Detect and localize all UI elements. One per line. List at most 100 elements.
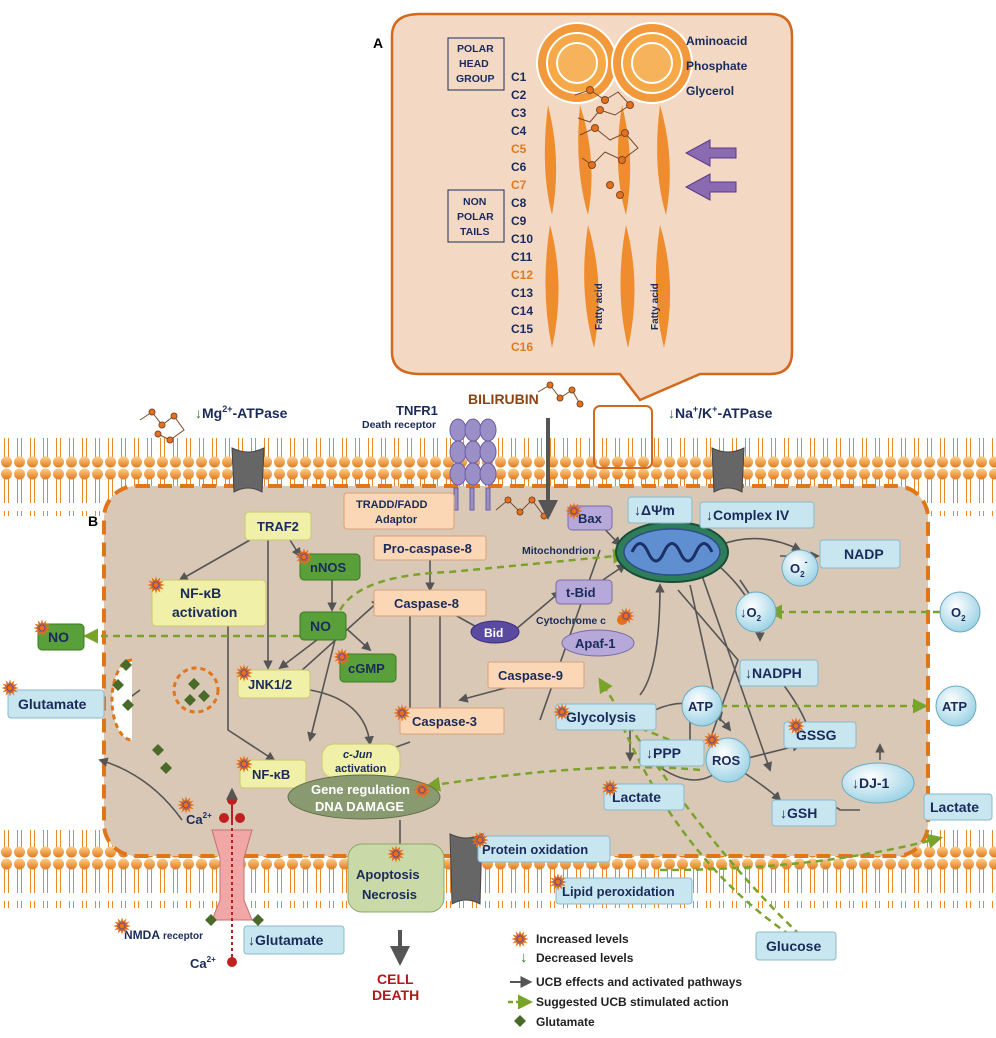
nfkb-label: NF-κB bbox=[252, 767, 290, 782]
necrosis-label: Necrosis bbox=[362, 887, 417, 902]
increased-level-icon bbox=[1, 679, 19, 697]
nadph-label: ↓NADPH bbox=[745, 665, 802, 681]
arrow-c7 bbox=[684, 173, 737, 201]
atp-outside-label: ATP bbox=[942, 699, 967, 714]
na-k-suffix: -ATPase bbox=[717, 405, 772, 421]
polar-label-1: POLAR bbox=[457, 43, 494, 55]
carbon-label-c5: C5 bbox=[511, 142, 527, 156]
nonpolar-label-3: TAILS bbox=[460, 226, 490, 238]
bilirubin-molecule-mg bbox=[139, 408, 185, 444]
dna-damage-label: DNA DAMAGE bbox=[315, 799, 404, 814]
node-boxes: TRADD/FADD Adaptor TRAF2 nNOS NF-κB acti… bbox=[7, 492, 993, 1003]
mitochondrion bbox=[615, 521, 729, 583]
bilirubin-molecule-top bbox=[537, 381, 584, 408]
carbon-label-c7: C7 bbox=[511, 178, 527, 192]
svg-text:Aminoacid Phosphate: Aminoacid Phosphate Glycerol bbox=[686, 34, 751, 98]
mg-atpase-sup: 2+ bbox=[222, 404, 232, 414]
caspase-3-label: Caspase-3 bbox=[412, 714, 477, 729]
legend-decreased: ↓ Decreased levels bbox=[520, 949, 634, 966]
protein-oxidation-label: Protein oxidation bbox=[482, 842, 588, 857]
ppp-label: ↓PPP bbox=[646, 745, 681, 761]
carbon-label-c4: C4 bbox=[511, 124, 527, 138]
svg-text:↓O2: ↓O2 bbox=[740, 605, 762, 623]
mg-atpase-label: Mg bbox=[202, 405, 222, 421]
nonpolar-label-2: POLAR bbox=[457, 211, 494, 223]
carbon-label-c2: C2 bbox=[511, 88, 527, 102]
fatty-acid-label-1: Fatty acid bbox=[594, 283, 605, 330]
svg-text:↓Mg2+-ATPase: ↓Mg2+-ATPase bbox=[195, 404, 288, 421]
increased-level-icon bbox=[553, 703, 571, 721]
increased-level-icon bbox=[113, 917, 131, 935]
head-label-glycerol: Glycerol bbox=[686, 84, 734, 98]
nfkb-activation-label-1: NF-κB bbox=[180, 585, 221, 601]
membrane-arrows bbox=[684, 139, 737, 201]
panel-b: B bbox=[0, 381, 996, 1003]
gene-regulation-label: Gene regulation bbox=[311, 782, 410, 797]
bottom-channel bbox=[449, 833, 483, 905]
cgmp-label: cGMP bbox=[348, 661, 385, 676]
legend-decreased-label: Decreased levels bbox=[536, 951, 634, 965]
lactate-in-label: Lactate bbox=[612, 789, 661, 805]
carbon-label-c10: C10 bbox=[511, 232, 533, 246]
glutamate-in-label: ↓Glutamate bbox=[248, 932, 324, 948]
k-label: /K bbox=[698, 405, 712, 421]
carbon-label-c15: C15 bbox=[511, 322, 533, 336]
tnfr1-receptor bbox=[449, 418, 497, 511]
svg-text:Ca2+: Ca2+ bbox=[186, 811, 212, 827]
na-k-atpase-channel bbox=[711, 447, 745, 493]
fatty-acid-tails bbox=[544, 105, 671, 348]
phospholipid-heads bbox=[536, 22, 693, 104]
ca-top-label: Ca bbox=[186, 812, 203, 827]
o2-outside-label: O bbox=[951, 605, 961, 620]
svg-text:O2-: O2- bbox=[790, 557, 808, 579]
delta-psi-label: ↓ΔΨm bbox=[634, 502, 675, 518]
legend: Increased levels ↓ Decreased levels UCB … bbox=[508, 930, 742, 1029]
carbon-label-c11: C11 bbox=[511, 250, 533, 264]
legend-glutamate: Glutamate bbox=[514, 1015, 595, 1029]
nfkb-activation-label-2: activation bbox=[172, 604, 237, 620]
caspase-9-label: Caspase-9 bbox=[498, 668, 563, 683]
bilirubin-label: BILIRUBIN bbox=[468, 391, 539, 407]
glutamate-vesicles bbox=[110, 658, 264, 926]
tradd-fadd-label: TRADD/FADD bbox=[356, 499, 428, 511]
atp-label: ATP bbox=[688, 699, 713, 714]
carbon-label-c1: C1 bbox=[511, 70, 527, 84]
panel-a-letter: A bbox=[373, 35, 383, 51]
svg-text:↓: ↓ bbox=[520, 949, 528, 966]
cell-death-label-2: DEATH bbox=[372, 987, 419, 1003]
svg-text:O2: O2 bbox=[951, 605, 966, 623]
o2-superoxide-label: O bbox=[790, 561, 800, 576]
glycolysis-label: Glycolysis bbox=[566, 709, 636, 725]
increased-level-icon bbox=[393, 704, 411, 722]
carbon-label-c8: C8 bbox=[511, 196, 527, 210]
legend-increased: Increased levels bbox=[511, 930, 629, 948]
gssg-label: GSSG bbox=[796, 727, 837, 743]
ros-label: ROS bbox=[712, 753, 741, 768]
ca-top-sup: 2+ bbox=[203, 811, 212, 820]
carbon-label-c3: C3 bbox=[511, 106, 527, 120]
increased-level-icon bbox=[601, 779, 619, 797]
polar-head-box bbox=[447, 37, 505, 91]
legend-suggested-label: Suggested UCB stimulated action bbox=[536, 995, 729, 1009]
svg-text:NON POLAR TAILS: NON POLAR TAILS bbox=[457, 196, 497, 238]
fatty-acid-label-2: Fatty acid bbox=[650, 283, 661, 330]
receptor-label: receptor bbox=[163, 931, 203, 942]
glucose-label: Glucose bbox=[766, 938, 821, 954]
cell-death-label-1: CELL bbox=[377, 971, 414, 987]
lactate-out-label: Lactate bbox=[930, 799, 979, 815]
panel-b-letter: B bbox=[88, 513, 98, 529]
legend-ucb-label: UCB effects and activated pathways bbox=[536, 975, 742, 989]
carbon-label-c13: C13 bbox=[511, 286, 533, 300]
increased-level-icon bbox=[147, 576, 165, 594]
increased-level-icon bbox=[549, 873, 567, 891]
increased-level-icon bbox=[413, 781, 431, 799]
nonpolar-label-1: NON bbox=[463, 196, 486, 208]
mitochondrion-label: Mitochondrion bbox=[522, 545, 595, 557]
svg-text:↓Na+/K+-ATPase: ↓Na+/K+-ATPase bbox=[668, 404, 773, 421]
legend-increased-label: Increased levels bbox=[536, 932, 629, 946]
increased-level-icon bbox=[511, 930, 529, 948]
legend-suggested: Suggested UCB stimulated action bbox=[508, 994, 729, 1010]
